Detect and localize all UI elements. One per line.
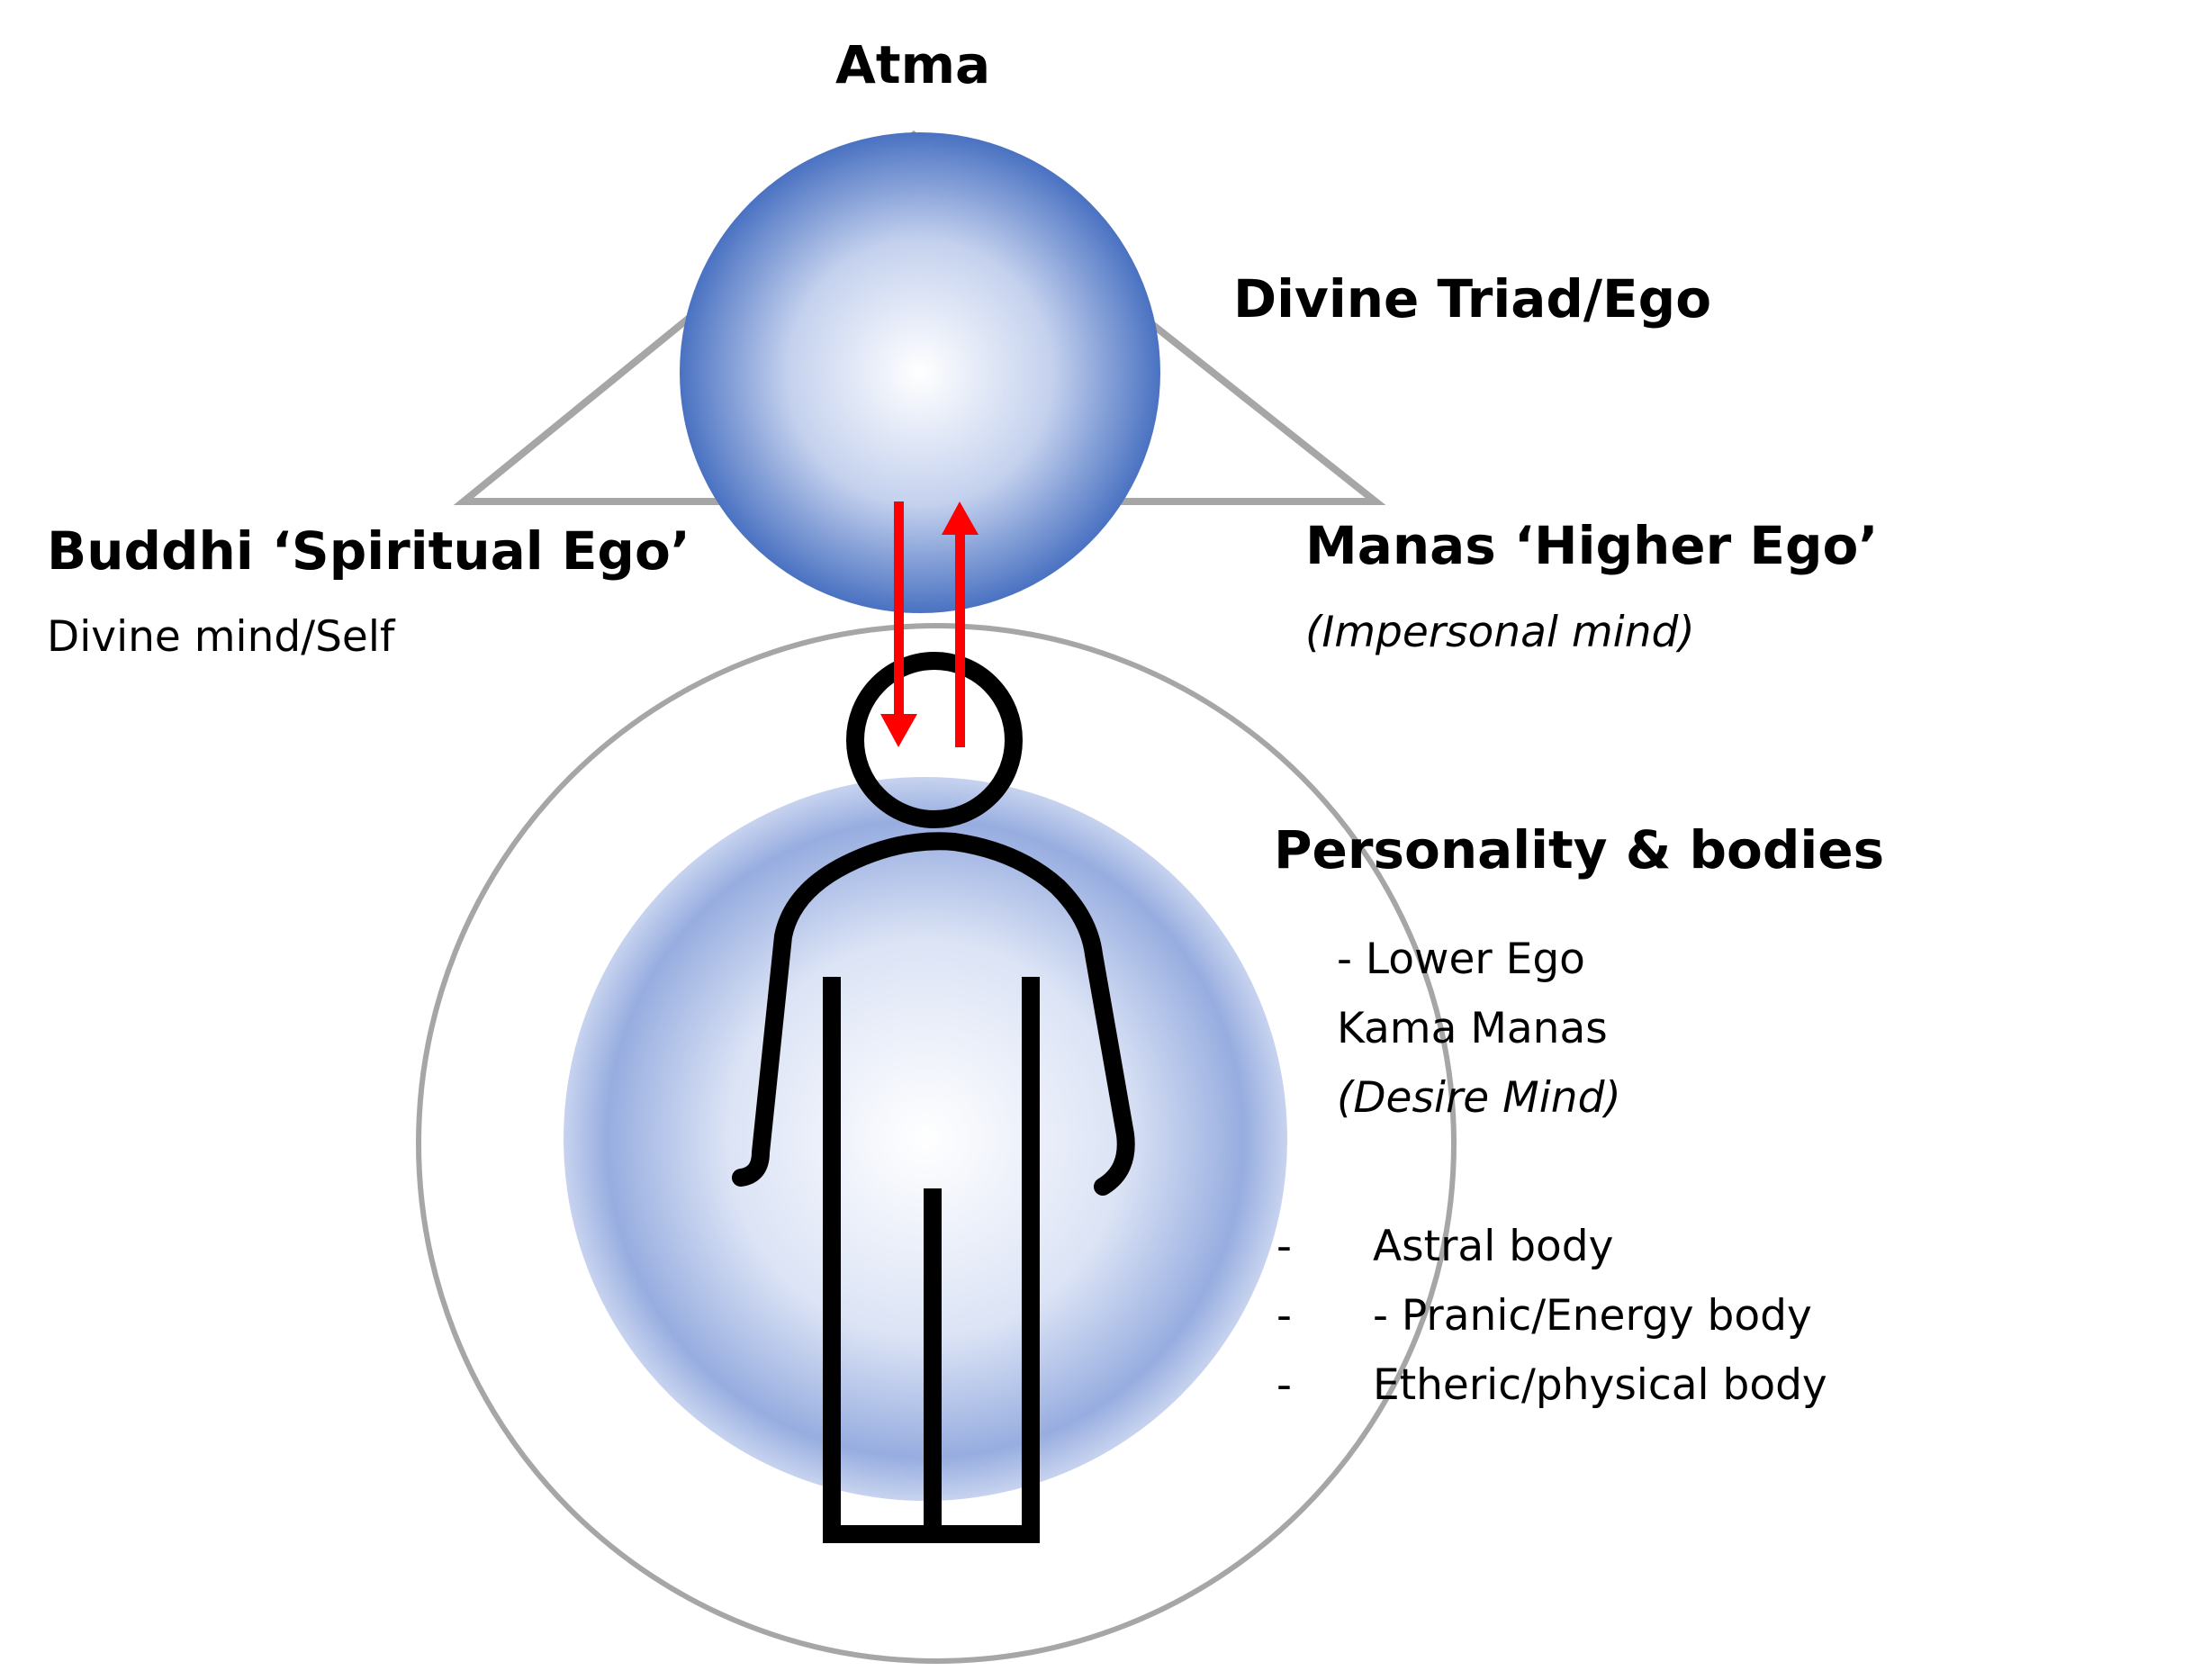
arrow-down-icon [880,501,917,747]
pranic-body-label: - Pranic/Energy body [1373,1291,1812,1341]
manas-title: Manas ‘Higher Ego’ [1305,515,1879,576]
personality-boundary-circle [416,623,1457,1664]
arrow-up-icon [942,501,979,747]
buddhi-title: Buddhi ‘Spiritual Ego’ [47,520,690,582]
head-outline [846,652,1023,828]
aura-sphere [564,777,1287,1501]
personality-title: Personality & bodies [1274,819,1885,881]
pranic-dash: - [1276,1291,1292,1341]
astral-dash: - [1276,1222,1292,1271]
divine-triad-label: Divine Triad/Ego [1233,268,1712,330]
etheric-body-label: Etheric/physical body [1373,1360,1827,1410]
desire-mind-label: (Desire Mind) [1337,1073,1621,1123]
kama-manas-label: Kama Manas [1337,1004,1608,1053]
etheric-dash: - [1276,1360,1292,1410]
manas-subtitle: (Impersonal mind) [1305,608,1695,657]
atma-label: Atma [835,34,991,95]
lower-ego-label: - Lower Ego [1337,935,1585,984]
person-icon [732,652,1135,1543]
higher-self-sphere [680,132,1160,613]
buddhi-subtitle: Divine mind/Self [47,612,395,662]
torso-outline [732,832,1135,1196]
astral-body-label: Astral body [1373,1222,1614,1271]
